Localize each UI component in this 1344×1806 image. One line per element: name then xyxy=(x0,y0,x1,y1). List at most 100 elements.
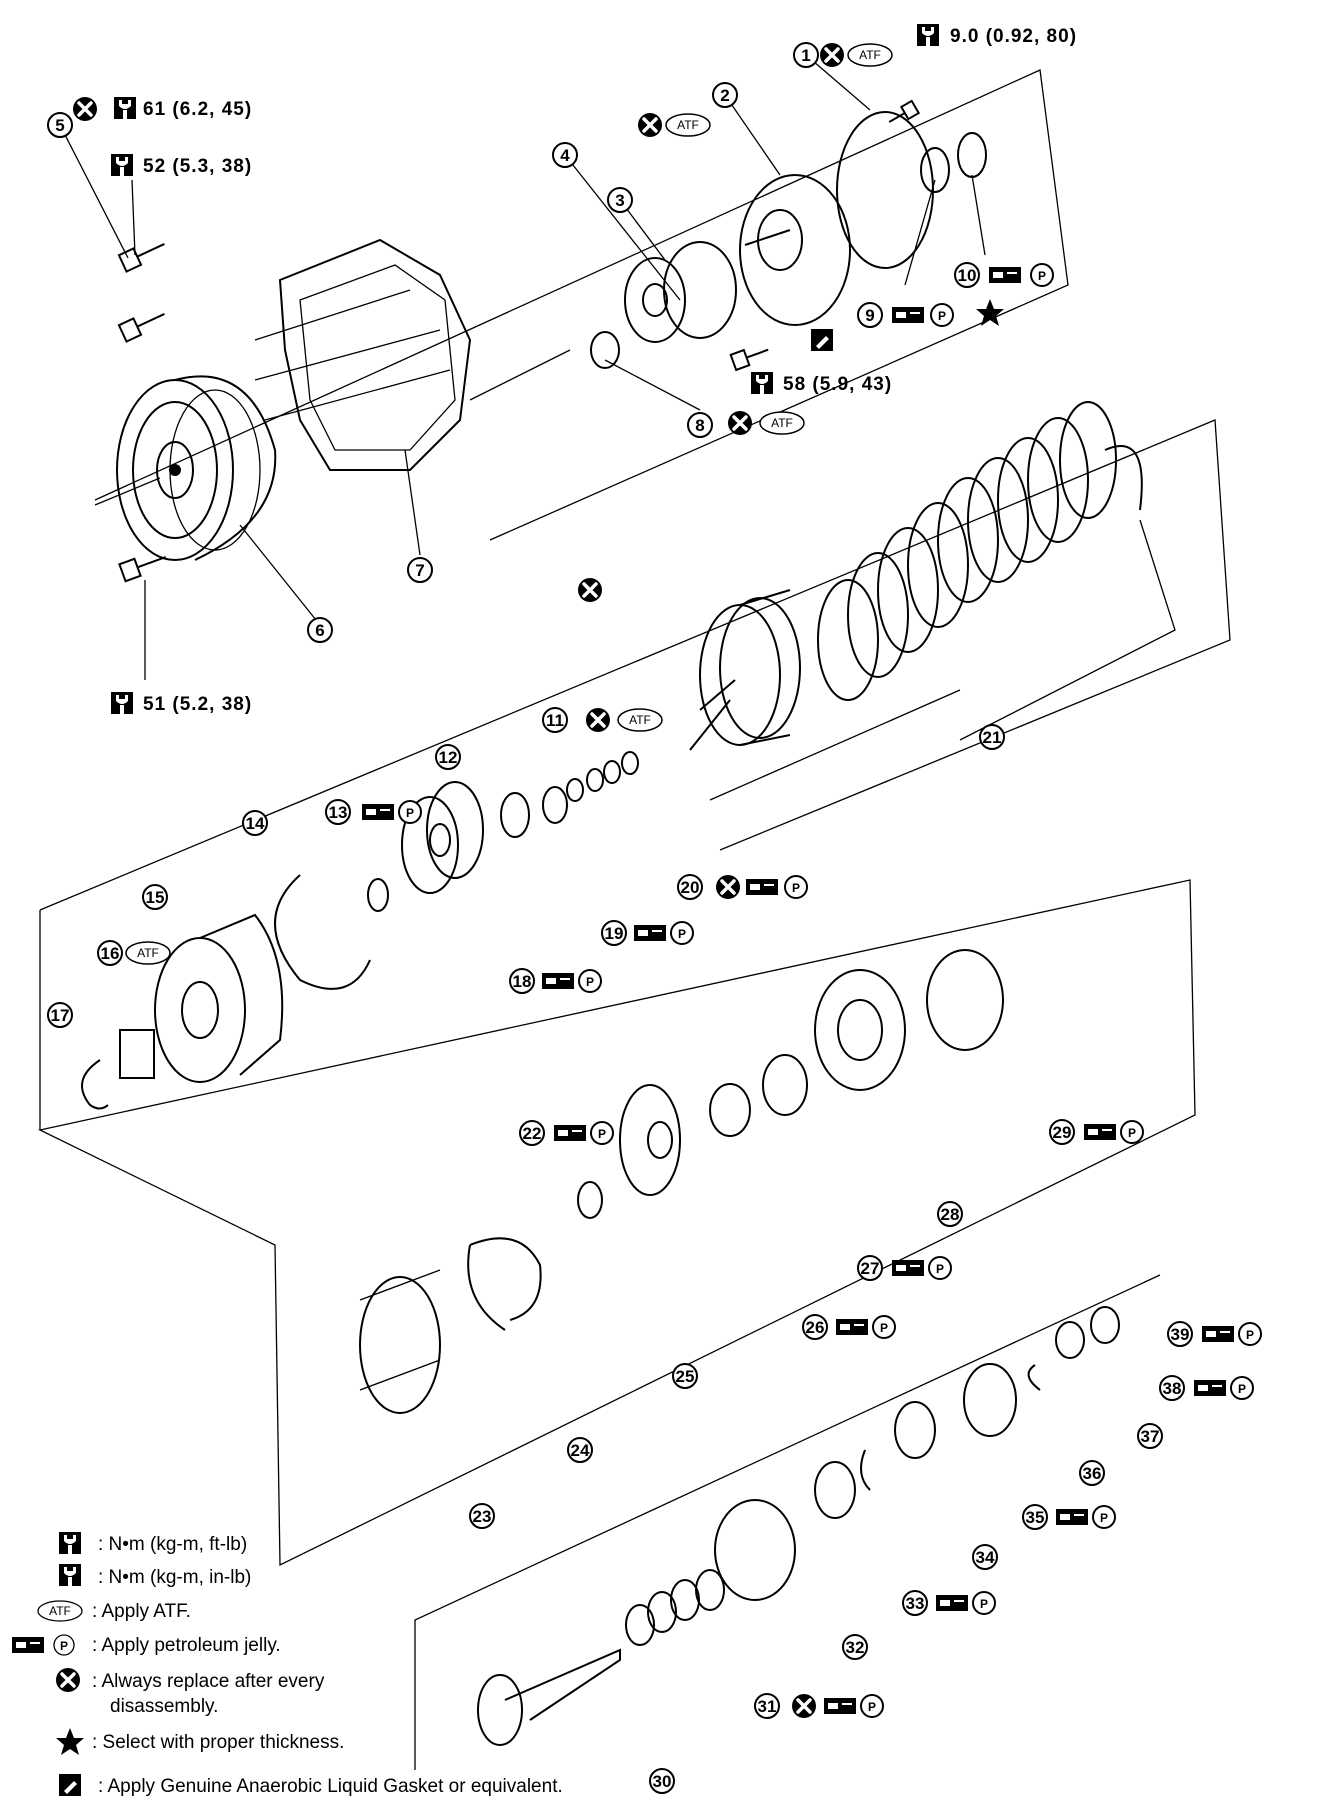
callout-11: 11 xyxy=(542,707,568,733)
atf-oval-text: ATF xyxy=(137,946,159,960)
p-circle-text: P xyxy=(1246,1328,1254,1342)
legend-row-torque-ftlb: : N•m (kg-m, ft-lb) xyxy=(59,1532,247,1555)
callout-circle xyxy=(567,1437,593,1463)
p-circle-text: P xyxy=(880,1321,888,1335)
torque-wrench-icon xyxy=(111,154,133,176)
callout-number: 14 xyxy=(246,814,265,833)
callout-29: 29 xyxy=(1049,1119,1075,1145)
torque-wrench-inlb-icon xyxy=(59,1564,81,1586)
callout-circle xyxy=(1167,1321,1193,1347)
legend-petroleum: : Apply petroleum jelly. xyxy=(92,1635,281,1656)
callout-circle xyxy=(687,412,713,438)
callout-number: 26 xyxy=(806,1318,825,1337)
callout-circle xyxy=(407,557,433,583)
callout-circle xyxy=(754,1693,780,1719)
torque-spec-52: 52 (5.3, 38) xyxy=(111,154,251,177)
atf-oval-text: ATF xyxy=(859,48,881,62)
torque-spec-5: 61 (6.2, 45) xyxy=(114,97,252,120)
torque-wrench-icon xyxy=(917,24,939,46)
callout-circle xyxy=(857,302,883,328)
legend-thickness: : Select with proper thickness. xyxy=(92,1732,344,1753)
petroleum-jelly-icon xyxy=(634,925,666,941)
petroleum-jelly-icon xyxy=(362,804,394,820)
replace-x-icon xyxy=(636,111,664,139)
p-circle-icon: P xyxy=(1238,1322,1262,1346)
p-circle-text: P xyxy=(1128,1126,1136,1140)
callout-circle xyxy=(649,1768,675,1794)
callout-number: 36 xyxy=(1083,1464,1102,1483)
callout-number: 31 xyxy=(758,1697,777,1716)
callout-circle xyxy=(712,82,738,108)
callout-number: 17 xyxy=(51,1006,70,1025)
torque-value: 61 (6.2, 45) xyxy=(143,99,252,120)
callout-14: 14 xyxy=(242,810,268,836)
petroleum-jelly-icon xyxy=(989,267,1021,283)
callout-circle xyxy=(47,112,73,138)
callout-circle xyxy=(469,1503,495,1529)
atf-oval-text: ATF xyxy=(629,713,651,727)
p-circle-icon: P xyxy=(1120,1120,1144,1144)
oil-pump xyxy=(590,99,987,372)
legend-replace-1: : Always replace after every xyxy=(92,1671,325,1692)
callout-circle xyxy=(842,1634,868,1660)
rear-assembly xyxy=(359,949,1004,1414)
petroleum-jelly-icon xyxy=(936,1595,968,1611)
callout-number: 16 xyxy=(101,944,120,963)
callout-10: 10 xyxy=(954,262,980,288)
callout-circle xyxy=(937,1201,963,1227)
callout-30: 30 xyxy=(649,1768,675,1794)
callout-31: 31 xyxy=(754,1693,780,1719)
callout-circle xyxy=(519,1120,545,1146)
callout-13: 13 xyxy=(325,799,351,825)
p-circle-icon: P xyxy=(972,1591,996,1615)
callout-38: 38 xyxy=(1159,1375,1185,1401)
callout-25: 25 xyxy=(672,1363,698,1389)
legend-row-replace: : Always replace after every disassembly… xyxy=(54,1666,325,1717)
petroleum-jelly-icon xyxy=(1056,1509,1088,1525)
leader-lines xyxy=(59,54,986,680)
callout-number: 10 xyxy=(958,266,977,285)
callout-circle xyxy=(672,1363,698,1389)
callout-number: 12 xyxy=(439,748,458,767)
callout-number: 9 xyxy=(865,306,874,325)
callout-22: 22 xyxy=(519,1120,545,1146)
legend-row-thickness: : Select with proper thickness. xyxy=(56,1728,344,1755)
callout-7: 7 xyxy=(407,557,433,583)
callout-5: 5 xyxy=(47,112,73,138)
callout-36: 36 xyxy=(1079,1460,1105,1486)
callout-27: 27 xyxy=(857,1255,883,1281)
callout-number: 19 xyxy=(605,924,624,943)
callout-17: 17 xyxy=(47,1002,73,1028)
callout-8: 8 xyxy=(687,412,713,438)
petroleum-jelly-icon xyxy=(836,1319,868,1335)
callout-number: 21 xyxy=(983,728,1002,747)
callout-number: 4 xyxy=(560,146,570,165)
legend-gasket: : Apply Genuine Anaerobic Liquid Gasket … xyxy=(98,1776,563,1797)
p-circle-icon: P xyxy=(1092,1505,1116,1529)
callout-circle xyxy=(793,42,819,68)
callout-number: 22 xyxy=(523,1124,542,1143)
callout-number: 38 xyxy=(1163,1379,1182,1398)
callout-23: 23 xyxy=(469,1503,495,1529)
torque-converter xyxy=(94,375,277,561)
replace-x-icon xyxy=(714,873,742,901)
atf-oval-text: ATF xyxy=(771,416,793,430)
callout-circle xyxy=(857,1255,883,1281)
callout-circle xyxy=(242,810,268,836)
petroleum-jelly-icon xyxy=(1194,1380,1226,1396)
callout-number: 33 xyxy=(906,1594,925,1613)
p-circle-text: P xyxy=(586,975,594,989)
p-circle-icon xyxy=(53,1634,75,1656)
p-circle-icon: P xyxy=(578,969,602,993)
callout-number: 1 xyxy=(801,46,810,65)
legend-apply-atf: : Apply ATF. xyxy=(92,1601,191,1622)
callout-number: 25 xyxy=(676,1367,695,1386)
callout-3: 3 xyxy=(607,187,633,213)
callout-circle xyxy=(979,724,1005,750)
petroleum-jelly-icon xyxy=(892,1260,924,1276)
atf-oval-icon: ATF xyxy=(665,113,711,137)
p-circle-text: P xyxy=(868,1700,876,1714)
callout-number: 24 xyxy=(571,1441,590,1460)
callout-circle xyxy=(509,968,535,994)
